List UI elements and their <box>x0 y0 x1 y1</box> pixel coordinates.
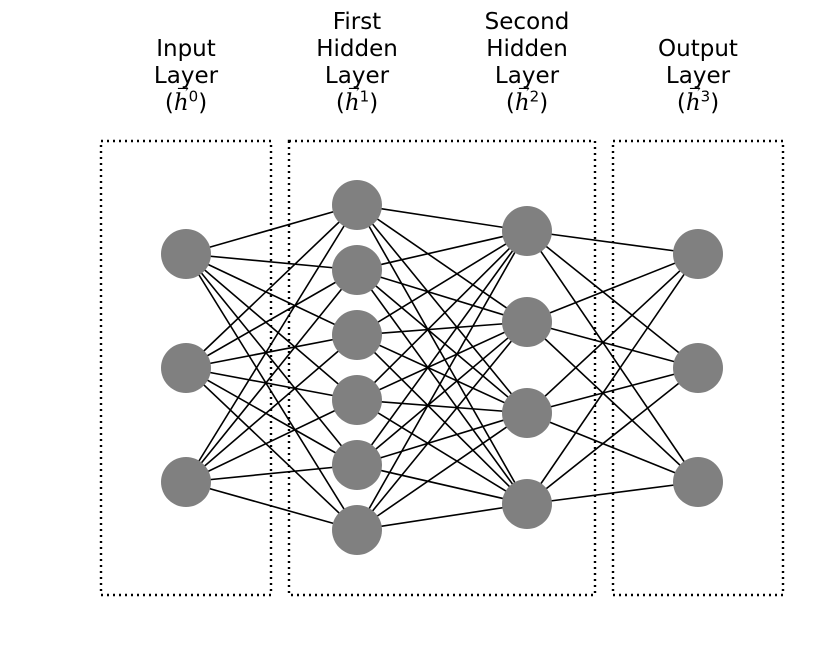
connection-line <box>356 230 528 271</box>
hidden1-neuron <box>332 180 382 230</box>
connections <box>185 204 699 531</box>
connection-line <box>356 503 528 531</box>
hidden2-neuron <box>502 297 552 347</box>
connection-line <box>526 230 699 483</box>
connection-line <box>356 230 528 531</box>
connection-line <box>185 334 358 483</box>
connection-line <box>185 399 358 483</box>
connection-line <box>526 412 699 483</box>
output-layer-box <box>611 139 785 597</box>
connection-line <box>356 321 528 466</box>
connection-line <box>356 321 528 336</box>
hidden1-neuron <box>332 245 382 295</box>
connection-line <box>356 230 528 466</box>
connection-line <box>185 367 358 401</box>
connection-line <box>526 321 699 483</box>
connection-line <box>356 412 528 531</box>
connection-line <box>185 253 358 271</box>
hidden1-layer-label: First Hidden Layer (h1) <box>277 9 437 117</box>
connection-line <box>526 253 699 414</box>
connection-line <box>356 334 528 414</box>
connection-line <box>185 367 358 531</box>
connection-line <box>526 253 699 323</box>
connection-line <box>185 481 358 531</box>
hidden2-neuron <box>502 388 552 438</box>
connection-line <box>526 321 699 369</box>
output-layer-symbol: (h3) <box>618 89 778 117</box>
connection-line <box>185 464 358 483</box>
hidden1-neuron <box>332 505 382 555</box>
input-layer-label: Input Layer (h0) <box>106 36 266 117</box>
output-neuron <box>673 229 723 279</box>
connection-line <box>526 367 699 505</box>
connection-line <box>185 204 358 255</box>
connection-line <box>185 204 358 483</box>
connection-line <box>356 269 528 505</box>
connection-line <box>356 399 528 414</box>
hidden2-layer-symbol: (h2) <box>447 89 607 117</box>
connection-line <box>356 204 528 232</box>
connection-line <box>356 321 528 401</box>
connection-line <box>526 481 699 505</box>
connection-line <box>356 464 528 505</box>
input-layer-title-line: Input <box>156 36 216 62</box>
output-layer-label: Output Layer (h3) <box>618 36 778 117</box>
connection-line <box>526 230 699 255</box>
connection-line <box>185 334 358 369</box>
hidden2-neuron <box>502 479 552 529</box>
connection-line <box>185 269 358 369</box>
connection-line <box>356 230 528 336</box>
connection-line <box>526 367 699 414</box>
connection-line <box>356 204 528 323</box>
hidden1-layer-title-line: First <box>332 9 382 35</box>
connection-line <box>356 412 528 466</box>
hidden2-layer-label: Second Hidden Layer (h2) <box>447 9 607 117</box>
connection-line <box>185 367 358 466</box>
connection-line <box>185 204 358 369</box>
connection-line <box>185 269 358 483</box>
connection-line <box>356 399 528 505</box>
hidden1-neuron <box>332 440 382 490</box>
connection-line <box>185 253 358 531</box>
input-layer-box <box>99 139 273 597</box>
hidden1-layer-symbol: (h1) <box>277 89 437 117</box>
hidden1-neuron <box>332 375 382 425</box>
connection-line <box>356 230 528 401</box>
hidden2-layer-title-line: Second <box>484 9 570 35</box>
connection-line <box>356 269 528 414</box>
connection-line <box>356 204 528 414</box>
connection-line <box>356 269 528 323</box>
hidden1-neuron <box>332 310 382 360</box>
output-layer-title-line: Output <box>658 36 738 62</box>
hidden-layers-box <box>287 139 597 597</box>
hidden2-neuron <box>502 206 552 256</box>
hidden2-layer-title-line: Hidden <box>486 36 568 62</box>
connection-line <box>185 253 358 401</box>
output-neuron <box>673 457 723 507</box>
hidden1-layer-title-line: Hidden <box>316 36 398 62</box>
connection-line <box>356 204 528 505</box>
connection-line <box>356 321 528 531</box>
connection-line <box>356 334 528 505</box>
input-neuron <box>161 343 211 393</box>
neurons <box>161 180 723 555</box>
output-neuron <box>673 343 723 393</box>
input-neuron <box>161 229 211 279</box>
connection-line <box>526 253 699 505</box>
input-neuron <box>161 457 211 507</box>
connection-line <box>185 253 358 336</box>
input-layer-symbol: (h0) <box>106 89 266 117</box>
connection-line <box>185 253 358 466</box>
connection-line <box>526 230 699 369</box>
